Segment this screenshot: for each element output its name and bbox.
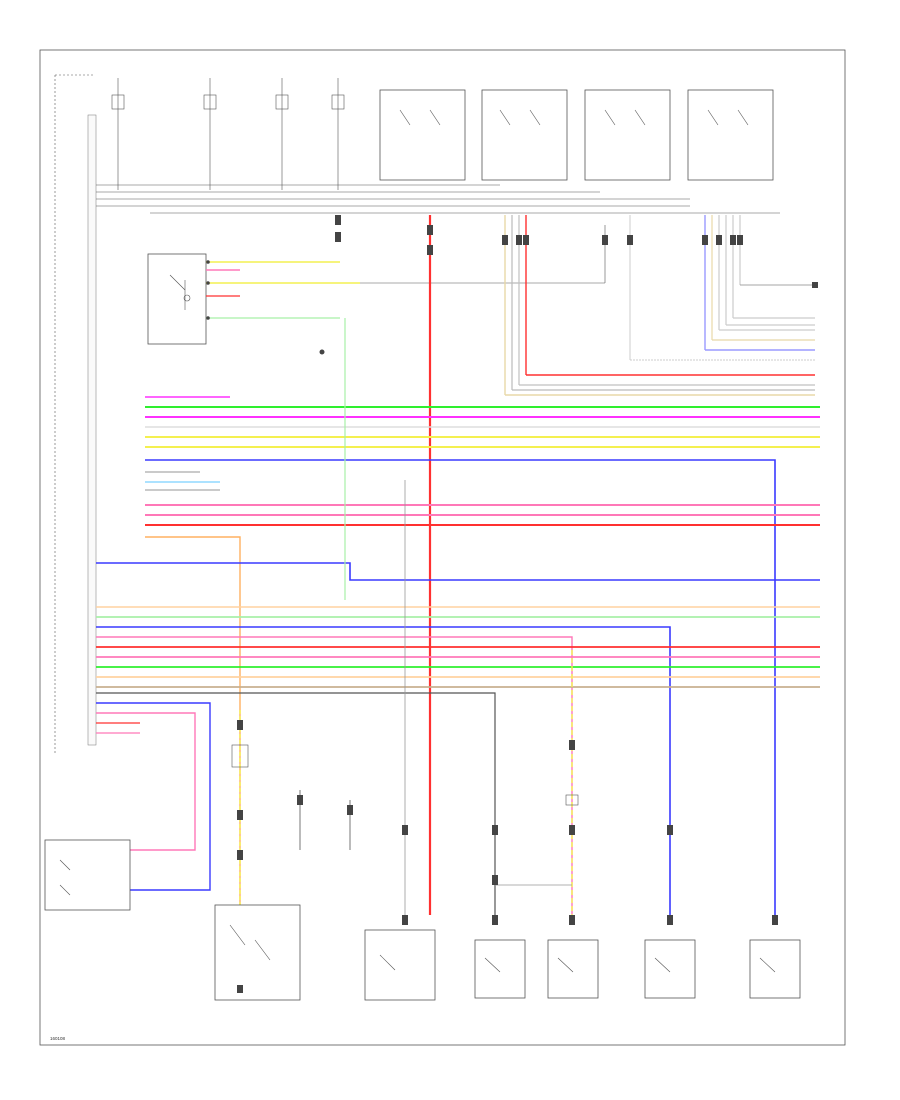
diagram-border (39, 49, 846, 1046)
inline-components (206, 260, 579, 806)
top-fuse-section (111, 78, 345, 190)
bottom-switch-assemblies (214, 904, 801, 1001)
relay-wires (206, 225, 606, 319)
fuel-lid-relay (147, 253, 207, 345)
connector-marks (237, 215, 818, 993)
figure-code: 160108 (50, 1036, 66, 1041)
right-connector-wires (505, 284, 815, 396)
lower-vertical-wires (239, 480, 573, 915)
relay-vertical-wires (428, 215, 741, 915)
door-control-switch (44, 839, 131, 911)
main-harness-wires (96, 396, 820, 915)
ecm-pin-block (87, 114, 97, 746)
top-bus-lines (96, 184, 780, 214)
door-lock-relays (379, 89, 774, 181)
